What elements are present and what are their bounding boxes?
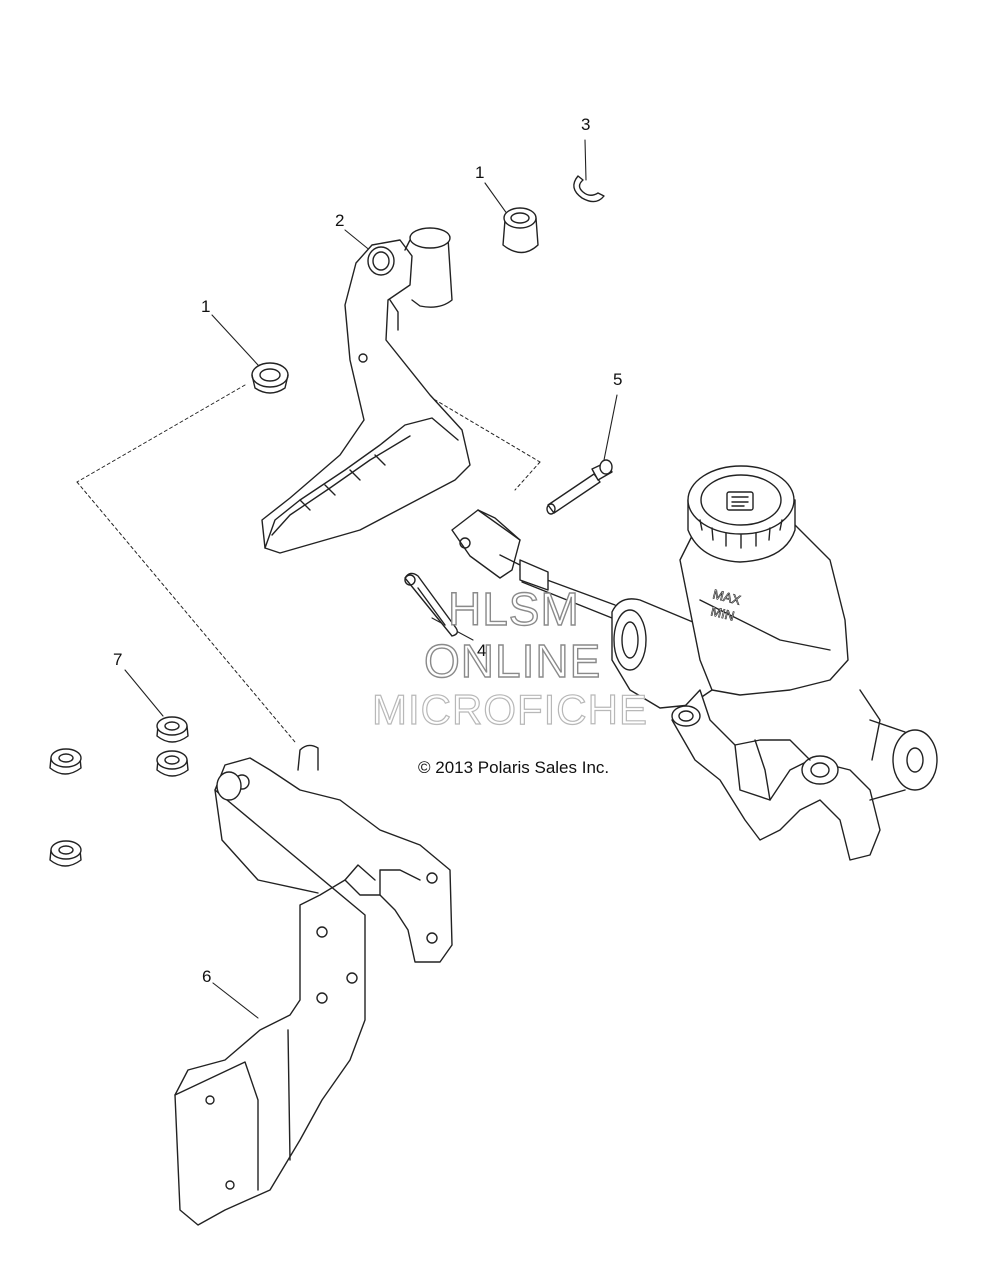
flange-nut-part-7-c	[156, 750, 189, 777]
pushrod-clevis	[451, 509, 616, 619]
watermark-line-2: ONLINE	[423, 634, 602, 687]
callout-6: 6	[202, 967, 212, 986]
e-clip-part-3	[573, 175, 605, 203]
flange-nut-part-7-d	[49, 840, 82, 867]
callout-5: 5	[613, 370, 623, 389]
flange-nut-part-7-a	[156, 716, 189, 743]
reservoir-max-label: MAX	[711, 586, 742, 607]
clevis-pin-part-5	[546, 459, 613, 515]
callout-1-left: 1	[201, 297, 211, 316]
dashed-guide-lines	[76, 371, 541, 743]
reservoir-cap	[687, 465, 796, 563]
watermark-line-1: HLSM	[447, 582, 580, 635]
copyright-notice: © 2013 Polaris Sales Inc.	[418, 758, 610, 777]
callout-4: 4	[477, 641, 487, 660]
brake-pedal-part-2	[261, 227, 471, 554]
bushing-part-1-left	[251, 362, 289, 394]
cotter-pin-part-4	[404, 572, 459, 637]
master-cylinder-body	[611, 519, 938, 861]
flange-nut-part-7-b	[49, 748, 82, 775]
callout-1-upper: 1	[475, 163, 485, 182]
watermark-line-3: MICROFICHE	[371, 685, 648, 733]
mounting-bracket-part-6	[174, 744, 453, 1226]
callout-7: 7	[113, 650, 123, 669]
reservoir-min-label: MIN	[709, 603, 736, 623]
callout-3: 3	[581, 115, 591, 134]
bushing-part-1-upper	[502, 207, 539, 254]
callout-2: 2	[335, 211, 345, 230]
